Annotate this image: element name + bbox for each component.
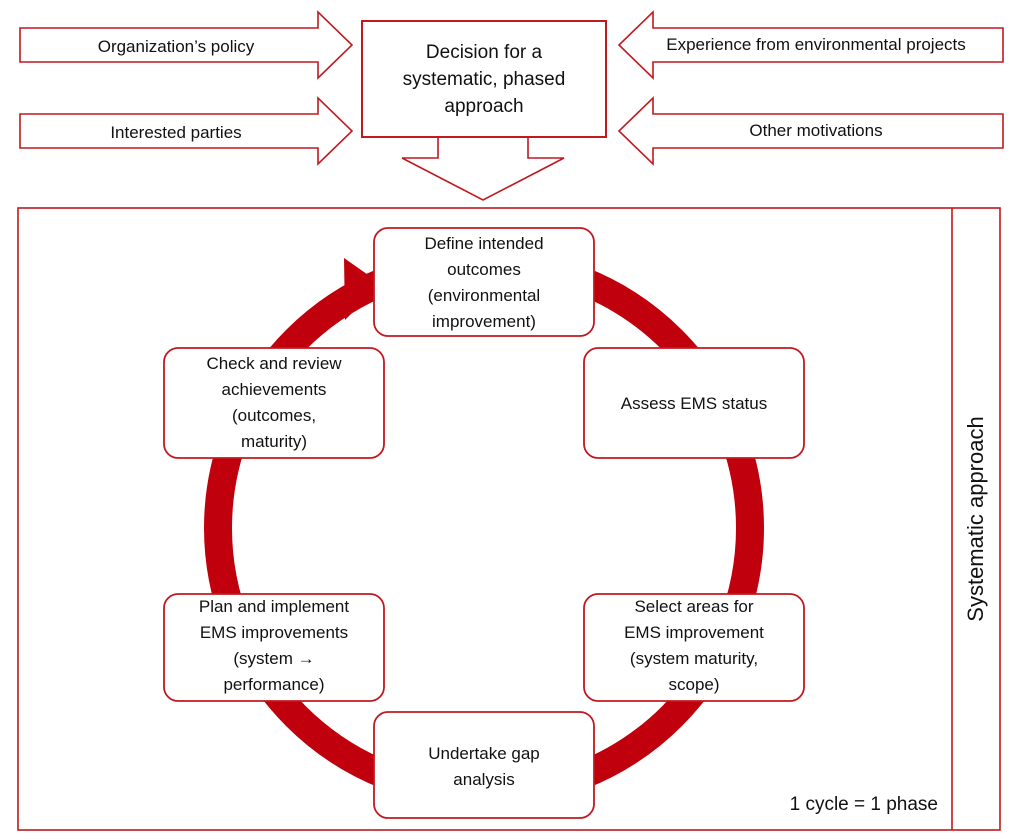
step-define-line-1: Define intended (424, 234, 543, 253)
decision-line-3: approach (444, 96, 523, 117)
step-define-outcomes: Define intended outcomes (environmental … (373, 227, 595, 337)
step-gap-line-1: Undertake gap (428, 744, 540, 763)
cycle-note: 1 cycle = 1 phase (790, 794, 938, 815)
input-label-interested-parties: Interested parties (110, 123, 241, 142)
step-select-line-1: Select areas for (634, 597, 753, 616)
step-plan-line-2: EMS improvements (200, 623, 348, 642)
step-check-line-4: maturity) (241, 432, 307, 451)
step-define-line-2: outcomes (447, 260, 521, 279)
step-check-line-2: achievements (222, 380, 327, 399)
step-plan-line-4: performance) (223, 675, 324, 694)
input-label-organization-policy: Organization’s policy (98, 37, 255, 56)
step-plan-implement: Plan and implement EMS improvements (sys… (163, 593, 385, 702)
step-select-line-4: scope) (668, 675, 719, 694)
decision-line-2: systematic, phased (403, 69, 566, 90)
step-define-line-3: (environmental (428, 286, 540, 305)
step-define-line-4: improvement) (432, 312, 536, 331)
input-arrow-interested-parties: Interested parties (19, 96, 354, 166)
step-check-review: Check and review achievements (outcomes,… (163, 347, 385, 459)
input-label-other-motivations: Other motivations (749, 121, 882, 140)
cycle-arrowhead (344, 258, 381, 320)
decision-line-1: Decision for a (426, 42, 543, 63)
step-assess-status: Assess EMS status (583, 347, 805, 459)
step-gap-analysis: Undertake gap analysis (373, 711, 595, 819)
input-arrow-other-motivations: Other motivations (617, 96, 1004, 166)
input-label-environmental-experience: Experience from environmental projects (666, 35, 966, 54)
systematic-approach-frame (17, 207, 1001, 831)
step-plan-line-3: (system → (233, 649, 314, 668)
step-plan-line-1: Plan and implement (199, 597, 350, 616)
side-label: Systematic approach (963, 416, 988, 621)
step-gap-line-2: analysis (453, 770, 514, 789)
decision-box (361, 20, 607, 138)
decision-down-arrow (401, 136, 565, 201)
input-arrow-organization-policy: Organization’s policy (19, 10, 354, 80)
step-select-line-3: (system maturity, (630, 649, 758, 668)
step-check-line-1: Check and review (206, 354, 342, 373)
step-select-line-2: EMS improvement (624, 623, 764, 642)
step-check-line-3: (outcomes, (232, 406, 316, 425)
input-arrow-environmental-experience: Experience from environmental projects (617, 10, 1004, 80)
step-select-areas: Select areas for EMS improvement (system… (583, 593, 805, 702)
step-assess-line-1: Assess EMS status (621, 394, 767, 413)
